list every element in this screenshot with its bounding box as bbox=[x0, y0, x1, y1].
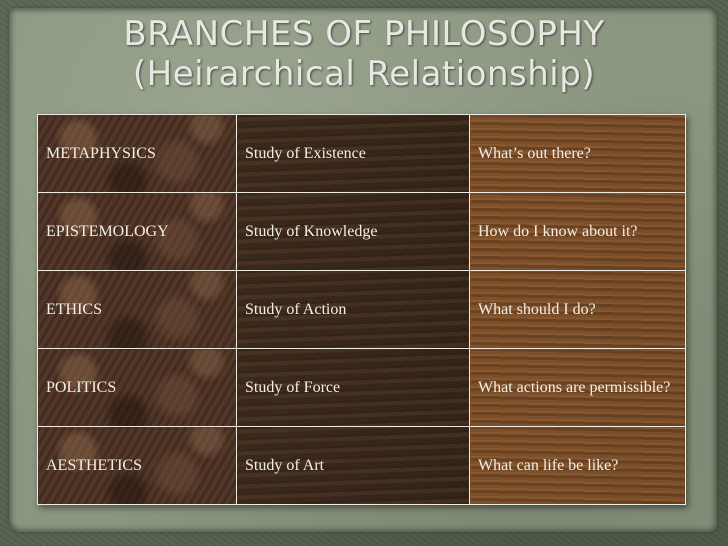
study-cell: Study of Force bbox=[236, 348, 470, 427]
study-cell: Study of Action bbox=[236, 270, 470, 349]
study-cell: Study of Knowledge bbox=[236, 192, 470, 271]
study-cell: Study of Art bbox=[236, 426, 470, 505]
branch-cell: EPISTEMOLOGY bbox=[37, 192, 237, 271]
title-line-1: BRANCHES OF PHILOSOPHY bbox=[123, 14, 605, 54]
slide-title: BRANCHES OF PHILOSOPHY (Heirarchical Rel… bbox=[0, 14, 728, 94]
branch-cell: POLITICS bbox=[37, 348, 237, 427]
question-cell: What should I do? bbox=[469, 270, 686, 349]
branch-cell: METAPHYSICS bbox=[37, 114, 237, 193]
branch-cell: AESTHETICS bbox=[37, 426, 237, 505]
table-row: EPISTEMOLOGY Study of Knowledge How do I… bbox=[37, 192, 686, 271]
branch-cell: ETHICS bbox=[37, 270, 237, 349]
philosophy-branches-table: METAPHYSICS Study of Existence What’s ou… bbox=[37, 114, 686, 505]
question-cell: What’s out there? bbox=[469, 114, 686, 193]
study-cell: Study of Existence bbox=[236, 114, 470, 193]
title-line-2: (Heirarchical Relationship) bbox=[132, 54, 596, 94]
table-row: METAPHYSICS Study of Existence What’s ou… bbox=[37, 114, 686, 193]
question-cell: What can life be like? bbox=[469, 426, 686, 505]
question-cell: How do I know about it? bbox=[469, 192, 686, 271]
table-row: ETHICS Study of Action What should I do? bbox=[37, 270, 686, 349]
table-row: AESTHETICS Study of Art What can life be… bbox=[37, 426, 686, 505]
question-cell: What actions are permissible? bbox=[469, 348, 686, 427]
table-row: POLITICS Study of Force What actions are… bbox=[37, 348, 686, 427]
